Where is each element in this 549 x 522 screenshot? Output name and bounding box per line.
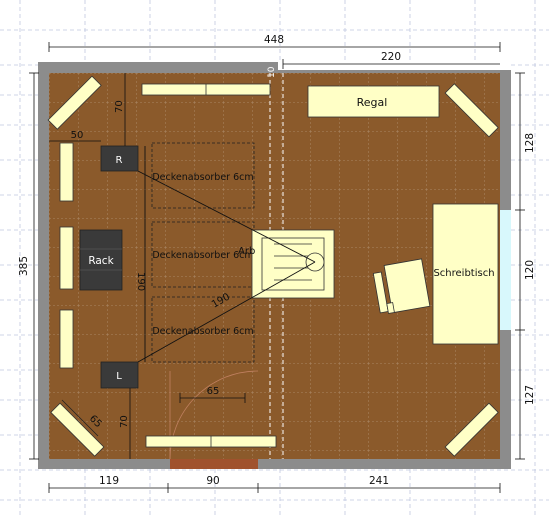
speaker-right — [100, 145, 139, 172]
speaker-bottom-dim: 70 — [119, 415, 130, 428]
dim-right-bottom: 127 — [524, 385, 536, 405]
speaker-left — [100, 361, 139, 389]
door-opening — [170, 459, 258, 469]
speaker-side-dim: 50 — [71, 130, 84, 141]
absorber-label-3: Deckenabsorber 6cm — [152, 326, 253, 337]
ceiling-absorber-2 — [151, 221, 255, 288]
speaker-left-label: L — [116, 371, 122, 382]
ceiling-absorber-3 — [151, 296, 255, 363]
listening-triangle — [137, 146, 316, 363]
rack-label: Rack — [88, 255, 114, 267]
corner-trap-bottom-left — [50, 402, 105, 457]
door-width-dim: 65 — [207, 386, 220, 397]
left-panel-3 — [59, 309, 74, 369]
window-right — [500, 210, 511, 330]
corner-trap-bottom-right — [444, 402, 499, 457]
chair-label: Arb — [238, 246, 255, 257]
dim-right-width: 220 — [381, 51, 401, 63]
rack — [79, 229, 123, 291]
dim-bottom-right: 241 — [369, 475, 389, 487]
absorber-label-2: Deckenabsorber 6cm — [152, 250, 253, 261]
wall-gap-dim: 10 — [267, 66, 277, 78]
dim-bottom-mid: 90 — [206, 475, 219, 487]
office-chair — [372, 258, 431, 314]
wall-notch — [278, 62, 511, 70]
listening-chair — [251, 229, 335, 299]
desk — [432, 203, 499, 345]
corner-trap-top-right — [444, 83, 499, 138]
corner-trap-top-left — [47, 75, 102, 130]
regal-label: Regal — [357, 96, 388, 109]
ceiling-absorber-1 — [151, 142, 255, 209]
dim-bottom-left: 119 — [99, 475, 119, 487]
speaker-right-label: R — [116, 155, 123, 166]
absorber-label-1: Deckenabsorber 6cm — [152, 172, 253, 183]
left-panel-1 — [59, 142, 74, 202]
dim-right-top: 128 — [524, 133, 536, 153]
left-panel-2 — [59, 226, 74, 290]
dim-right-window: 120 — [524, 260, 536, 280]
desk-label: Schreibtisch — [433, 268, 494, 279]
dim-height-total: 385 — [18, 256, 30, 276]
speaker-spacing-dim: 190 — [135, 272, 146, 291]
regal-shelf — [307, 85, 440, 118]
dim-total-width: 448 — [264, 34, 284, 46]
corner-trap-dim-line — [61, 399, 99, 437]
external-dimensions — [29, 42, 525, 493]
speaker-top-dim: 70 — [114, 100, 125, 113]
